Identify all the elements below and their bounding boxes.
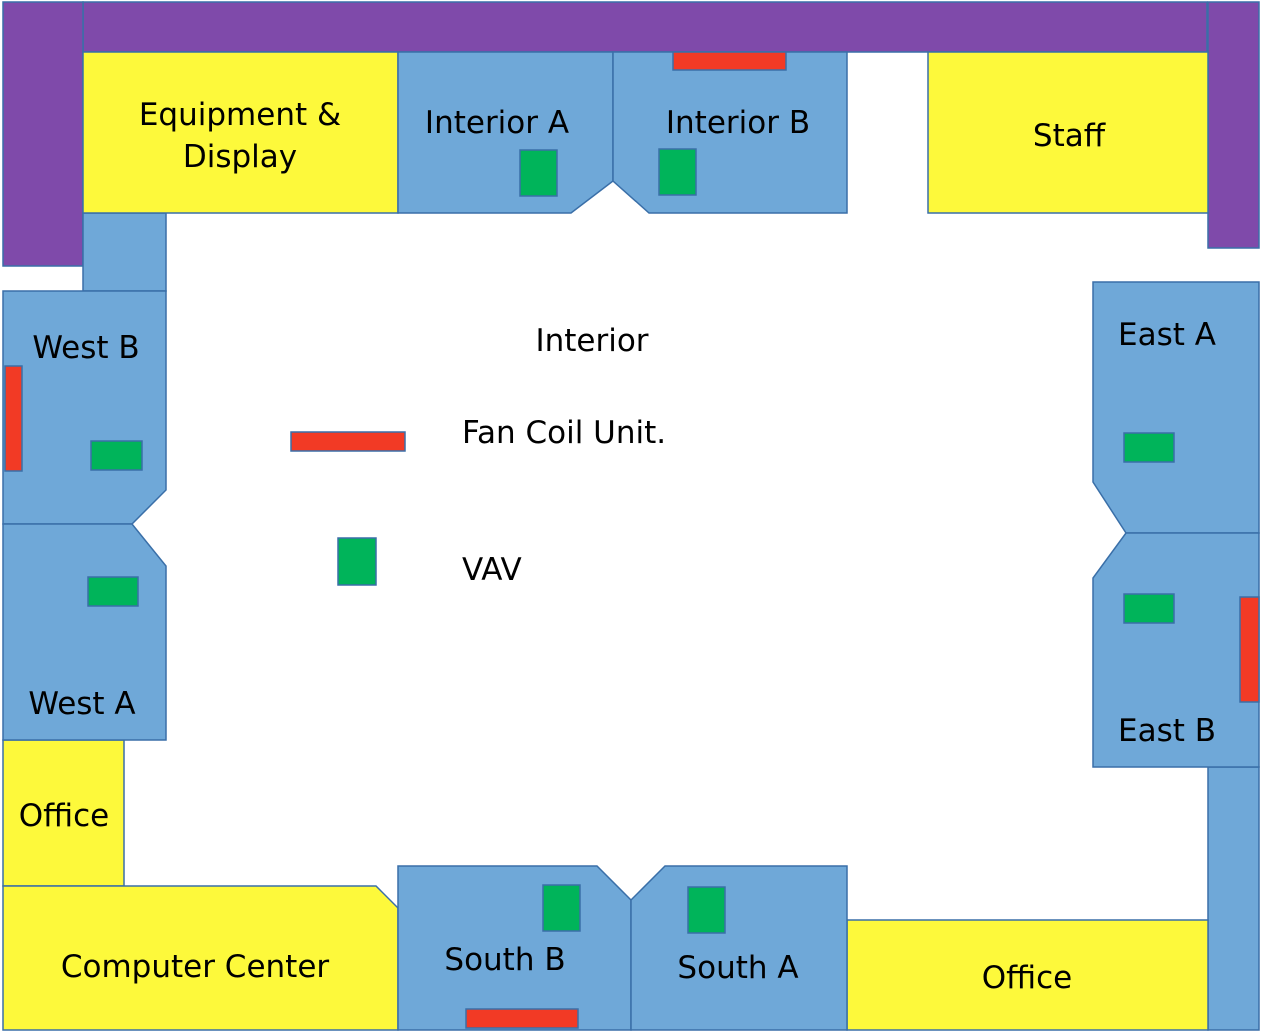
wall-top <box>82 1 1208 53</box>
label-south-a: South A <box>677 950 798 986</box>
legend-vav-label: VAV <box>462 552 522 588</box>
vav-east-b <box>1123 593 1175 624</box>
zone-east-b <box>1092 532 1260 768</box>
label-south-b: South B <box>444 942 565 978</box>
label-office-left: Office <box>19 798 110 834</box>
label-staff: Staff <box>1033 118 1106 154</box>
label-computer-center: Computer Center <box>61 949 330 985</box>
corridor-right <box>1207 766 1260 1031</box>
room-office-left <box>2 739 125 887</box>
corridor-left <box>82 212 167 292</box>
label-interior: Interior <box>535 323 648 359</box>
vav-west-b <box>90 440 143 471</box>
vav-interior-b <box>658 148 697 196</box>
label-interior-b: Interior B <box>666 105 810 141</box>
vav-west-a <box>87 576 139 607</box>
room-office-right <box>846 919 1209 1031</box>
vav-south-a <box>687 886 726 934</box>
room-equipment-display <box>82 51 399 214</box>
label-west-a: West A <box>28 686 135 722</box>
label-west-b: West B <box>32 330 139 366</box>
wall-left <box>2 1 84 267</box>
zone-west-b <box>2 290 167 525</box>
fan-coil-unit-south-b <box>465 1008 579 1029</box>
label-office-right: Office <box>982 960 1073 996</box>
label-interior-a: Interior A <box>425 105 569 141</box>
perimeter-walls <box>2 1 1260 267</box>
legend-vav-swatch <box>337 537 377 586</box>
vav-east-a <box>1123 432 1175 463</box>
label-equipment-display-line2: Display <box>183 139 297 175</box>
label-east-a: East A <box>1118 317 1216 353</box>
vav-south-b <box>542 884 581 932</box>
label-equipment-display-line1: Equipment & <box>139 97 341 133</box>
zone-interior-a <box>397 51 614 214</box>
fan-coil-unit-interior-b <box>672 51 787 71</box>
wall-right <box>1207 1 1260 249</box>
label-east-b: East B <box>1118 713 1216 749</box>
legend: Fan Coil Unit. VAV <box>290 415 666 588</box>
legend-fan-coil-unit-swatch <box>290 431 406 452</box>
fan-coil-unit-west-b <box>4 365 23 472</box>
legend-fan-coil-unit-label: Fan Coil Unit. <box>462 415 666 451</box>
fan-coil-unit-east-b <box>1239 596 1260 703</box>
zone-south-a <box>630 865 848 1031</box>
vav-interior-a <box>519 149 558 197</box>
room-staff <box>927 51 1209 214</box>
